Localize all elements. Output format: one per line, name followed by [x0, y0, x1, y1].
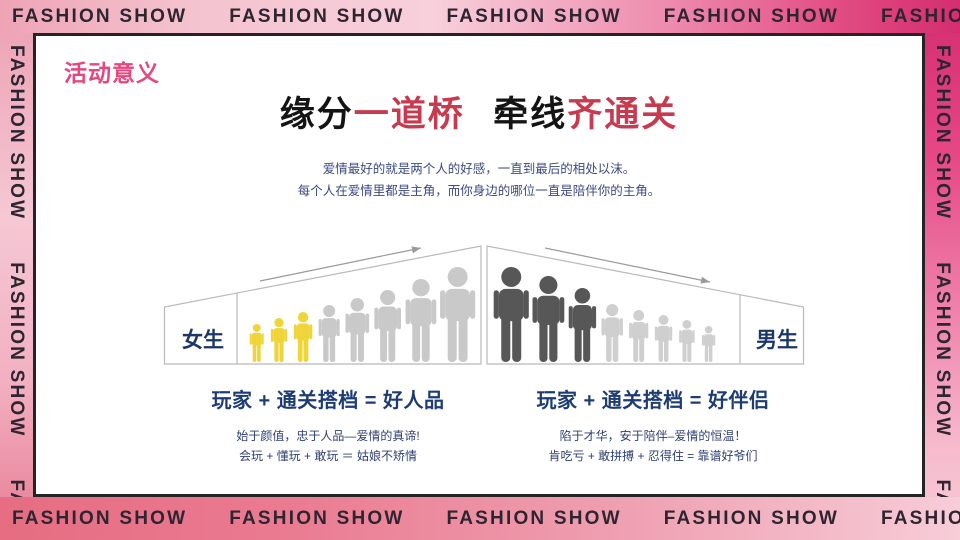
female-pennant-diagram	[163, 245, 482, 365]
female-label: 女生	[182, 329, 224, 352]
male-heading: 玩家 + 通关搭档 = 好伴侣	[536, 390, 770, 412]
person-icon	[532, 276, 565, 362]
text-line: 每个人在爱情里都是主角，而你身边的哪位一直是陪伴你的主角。	[297, 184, 661, 198]
male-column: 玩家 + 通关搭档 = 好伴侣 陷于才华，安于陪伴–爱情的恒温！ 肯吃亏 + 敢拼…	[468, 384, 838, 466]
subtitle-text: 爱情最好的就是两个人的好感，一直到最后的相处以沫。每个人在爱情里都是主角，而你身…	[36, 158, 922, 202]
person-icon	[679, 320, 695, 362]
text-line: 始于颜值，忠于人品—爱情的真谛!	[236, 429, 420, 443]
brand-text: FASHION SHOW	[12, 507, 188, 529]
person-icon	[405, 279, 437, 362]
frame-bottom-strip: FASHION SHOW FASHION SHOW FASHION SHOW FASH…	[0, 497, 960, 540]
female-heading: 玩家 + 通关搭档 = 好人品	[211, 390, 445, 412]
title-part: 牵线	[464, 94, 568, 135]
brand-text: FAS	[932, 480, 954, 498]
brand-text: FASHION SHOW	[12, 5, 188, 27]
trend-arrow	[544, 247, 711, 283]
text-line: 会玩 + 懂玩 + 敢玩 ＝ 姑娘不矫情	[238, 449, 418, 463]
content-panel: 活动意义 缘分一道桥 牵线齐通关 爱情最好的就是两个人的好感，一直到最后的相处以…	[33, 33, 925, 497]
slide-title: 缘分一道桥 牵线齐通关	[36, 86, 922, 137]
frame-left-brand-row: FASHION SHOW FASHION SHOW FAS	[0, 33, 33, 497]
male-description: 陷于才华，安于陪伴–爱情的恒温！ 肯吃亏 + 敢拼搏 + 忍得住 = 靠谱好爷们	[468, 426, 838, 466]
frame-top-brand-row: FASHION SHOW FASHION SHOW FASHION SHOW FASH…	[0, 0, 960, 33]
trend-arrowhead	[411, 246, 421, 254]
person-icon	[493, 267, 529, 362]
brand-text: FASHION SHOW	[446, 507, 622, 529]
person-icon	[601, 304, 623, 362]
frame-left-strip: FASHION SHOW FASHION SHOW FAS	[0, 33, 33, 497]
brand-text: FASHION SHOW	[663, 507, 839, 529]
trend-arrowhead	[700, 276, 710, 284]
brand-text: FASHION SHOW	[6, 262, 28, 438]
title-part: 齐通关	[567, 94, 679, 135]
person-icon	[270, 318, 288, 362]
brand-text: FASHION SHOW	[6, 45, 28, 221]
person-icon	[629, 310, 649, 362]
person-icon	[440, 267, 476, 362]
male-pennant-diagram	[486, 245, 805, 365]
title-part: 缘分	[279, 94, 354, 135]
person-icon	[654, 315, 673, 362]
person-icon	[701, 326, 716, 362]
frame-right-strip: FASHION SHOW FASHION SHOW FAS	[925, 33, 960, 497]
trend-arrow	[259, 247, 422, 282]
female-description: 始于颜值，忠于人品—爱情的真谛! 会玩 + 懂玩 + 敢玩 ＝ 姑娘不矫情	[143, 426, 513, 466]
pennant-outline	[486, 245, 805, 365]
pennant-outline	[163, 245, 482, 365]
section-label: 活动意义	[64, 60, 160, 86]
brand-text: FASHION S	[881, 5, 960, 27]
male-label: 男生	[756, 329, 798, 352]
person-icon	[568, 288, 597, 362]
brand-text: FASHION SHOW	[663, 5, 839, 27]
frame-right-brand-rotated: FASHION SHOW FASHION SHOW FAS	[925, 33, 960, 497]
frame-top-strip: FASHION SHOW FASHION SHOW FASHION SHOW FASH…	[0, 0, 960, 33]
title-part: 一道桥	[353, 94, 465, 135]
brand-text: FASHION SHOW	[932, 262, 954, 438]
brand-text: FASHION SHOW	[446, 5, 622, 27]
person-icon	[318, 305, 340, 362]
brand-text: FASHION SHOW	[932, 45, 954, 221]
frame-bottom-brand-row: FASHION SHOW FASHION SHOW FASHION SHOW FASH…	[0, 497, 960, 540]
text-line: 爱情最好的就是两个人的好感，一直到最后的相处以沫。	[322, 162, 636, 176]
frame-right-brand-row: FASHION SHOW FASHION SHOW FAS	[925, 33, 960, 497]
frame-left-brand-rotated: FASHION SHOW FASHION SHOW FAS	[0, 33, 33, 497]
text-line: 肯吃亏 + 敢拼搏 + 忍得住 = 靠谱好爷们	[548, 449, 758, 463]
person-icon	[374, 290, 402, 362]
person-icon	[249, 324, 264, 362]
brand-text: FAS	[6, 480, 28, 498]
person-icon	[293, 312, 313, 362]
brand-text: FASHION S	[881, 507, 960, 529]
person-icon	[345, 298, 370, 362]
female-column: 玩家 + 通关搭档 = 好人品 始于颜值，忠于人品—爱情的真谛! 会玩 + 懂玩 …	[143, 384, 513, 466]
brand-text: FASHION SHOW	[229, 5, 405, 27]
text-line: 陷于才华，安于陪伴–爱情的恒温！	[559, 429, 747, 443]
brand-text: FASHION SHOW	[229, 507, 405, 529]
